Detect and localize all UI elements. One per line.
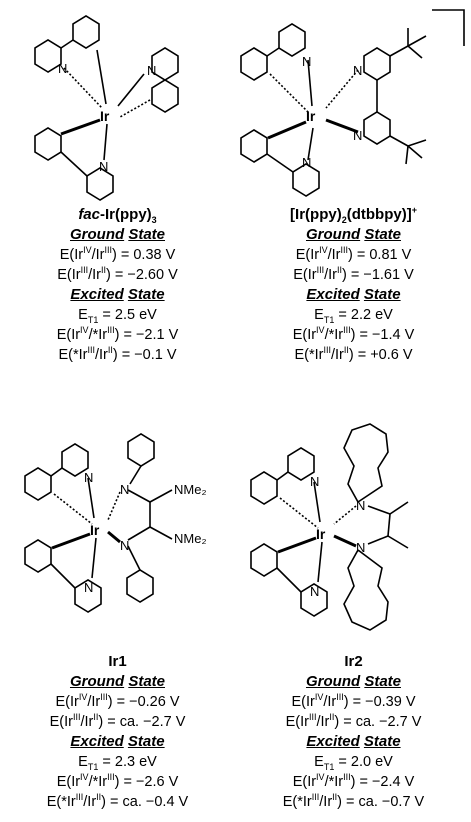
phenyl-ring (240, 47, 268, 81)
excited-potential-red: E(*IrIII/IrII) = ca. −0.4 V (46, 792, 189, 810)
compound-name: fac-Ir(ppy)3 (78, 206, 157, 225)
phenyl-ring (24, 467, 52, 501)
excited-state-header: Excited State (70, 733, 165, 750)
structure-irppy2-dtbbpy: N N N N Ir (236, 0, 471, 205)
info-block-fac-irppy3: fac-Ir(ppy)3 Ground State E(IrIV/IrIII) … (0, 205, 235, 365)
cycloalkyl-ring (343, 423, 389, 503)
phenyl-ring (72, 15, 100, 49)
bipyridine-ring (363, 47, 391, 81)
triplet-energy: ET1 = 2.3 eV (78, 754, 157, 772)
compound-name: Ir2 (344, 653, 363, 670)
ground-potential-red: E(IrIII/IrII) = −1.61 V (293, 265, 414, 283)
compound-panel-ir2: N N N N Ir Ir2 Ground State E(IrIV/IrIII… (236, 402, 471, 822)
pyridine-ring (61, 443, 89, 477)
excited-potential-red: E(*IrIII/IrII) = ca. −0.7 V (282, 792, 425, 810)
pyridine-ring (292, 163, 320, 197)
atom-label-nme2: NMe₂ (174, 531, 207, 546)
excited-potential-ox: E(IrIV/*IrIII) = −2.1 V (56, 325, 179, 343)
excited-potential-red: E(*IrIII/IrII) = −0.1 V (58, 345, 177, 363)
atom-label-ir: Ir (306, 108, 316, 124)
atom-label-ir: Ir (100, 108, 110, 124)
phenyl-ring (151, 79, 179, 113)
atom-label-n: N (310, 474, 319, 489)
triplet-energy: ET1 = 2.0 eV (314, 754, 393, 772)
phenyl-ring (34, 127, 62, 161)
info-block-ir2: Ir2 Ground State E(IrIV/IrIII) = −0.39 V… (236, 652, 471, 812)
bipyridine-ring (363, 111, 391, 145)
compound-name: Ir1 (108, 653, 127, 670)
atom-label-n: N (356, 498, 365, 513)
info-block-ir1: Ir1 Ground State E(IrIV/IrIII) = −0.26 V… (0, 652, 235, 812)
ground-potential-ox: E(IrIV/IrIII) = −0.26 V (55, 692, 180, 710)
pyridine-ring (300, 583, 328, 617)
atom-label-nme2: NMe₂ (174, 482, 207, 497)
phenyl-ring (126, 569, 154, 603)
atom-label-n: N (310, 584, 319, 599)
excited-potential-ox: E(IrIV/*IrIII) = −2.6 V (56, 772, 179, 790)
phenyl-ring (127, 433, 155, 467)
phenyl-ring (250, 543, 278, 577)
ground-potential-red: E(IrIII/IrII) = ca. −2.7 V (49, 712, 186, 730)
cycloalkyl-ring (343, 549, 389, 631)
atom-label-n: N (353, 63, 362, 78)
ground-potential-ox: E(IrIV/IrIII) = 0.81 V (295, 245, 412, 263)
phenyl-ring (250, 471, 278, 505)
triplet-energy: ET1 = 2.5 eV (78, 307, 157, 325)
ground-potential-red: E(IrIII/IrII) = ca. −2.7 V (285, 712, 422, 730)
atom-label-ir: Ir (90, 522, 100, 538)
ground-potential-ox: E(IrIV/IrIII) = 0.38 V (59, 245, 176, 263)
excited-potential-red: E(*IrIII/IrII) = +0.6 V (294, 345, 413, 363)
atom-label-n: N (356, 540, 365, 555)
excited-potential-ox: E(IrIV/*IrIII) = −2.4 V (292, 772, 415, 790)
atom-label-n: N (147, 63, 156, 78)
atom-label-n: N (120, 482, 129, 497)
compound-panel-ir1: N N N N NMe₂ NMe₂ Ir Ir1 Ground State E(… (0, 402, 235, 822)
ground-state-header: Ground State (69, 673, 165, 690)
pyridine-ring (74, 579, 102, 613)
atom-label-n: N (84, 580, 93, 595)
compound-panel-fac-irppy3: N N N Ir fac-Ir(ppy)3 Ground State E(IrI… (0, 0, 235, 420)
phenyl-ring (24, 539, 52, 573)
structure-ir1: N N N N NMe₂ NMe₂ Ir (0, 402, 235, 652)
phenyl-ring (240, 129, 268, 163)
ground-state-header: Ground State (305, 673, 401, 690)
atom-label-ir: Ir (316, 526, 326, 542)
ground-potential-red: E(IrIII/IrII) = −2.60 V (57, 265, 178, 283)
excited-state-header: Excited State (70, 286, 165, 303)
atom-label-n: N (84, 470, 93, 485)
excited-potential-ox: E(IrIV/*IrIII) = −1.4 V (292, 325, 415, 343)
excited-state-header: Excited State (306, 733, 401, 750)
ground-potential-ox: E(IrIV/IrIII) = −0.39 V (291, 692, 416, 710)
triplet-energy: ET1 = 2.2 eV (314, 307, 393, 325)
atom-label-n: N (302, 54, 311, 69)
compound-name: [Ir(ppy)2(dtbbpy)]+ (290, 205, 417, 225)
pyridine-ring (86, 167, 114, 201)
structure-ir2: N N N N Ir (236, 402, 471, 652)
info-block-irppy2-dtbbpy: [Ir(ppy)2(dtbbpy)]+ Ground State E(IrIV/… (236, 205, 471, 365)
pyridine-ring (34, 39, 62, 73)
structure-fac-irppy3: N N N Ir (0, 0, 235, 205)
charge-bracket (432, 9, 465, 46)
compound-panel-irppy2-dtbbpy: N N N N Ir [Ir(ppy)2(dtbbpy)]+ Ground St… (236, 0, 471, 420)
atom-label-n: N (353, 128, 362, 143)
atom-label-n: N (58, 61, 67, 76)
atom-label-n: N (99, 159, 108, 174)
ground-state-header: Ground State (69, 226, 165, 243)
pyridine-ring (278, 23, 306, 57)
atom-label-n: N (302, 155, 311, 170)
ground-state-header: Ground State (305, 226, 401, 243)
atom-label-n: N (120, 538, 129, 553)
excited-state-header: Excited State (306, 286, 401, 303)
pyridine-ring (287, 447, 315, 481)
